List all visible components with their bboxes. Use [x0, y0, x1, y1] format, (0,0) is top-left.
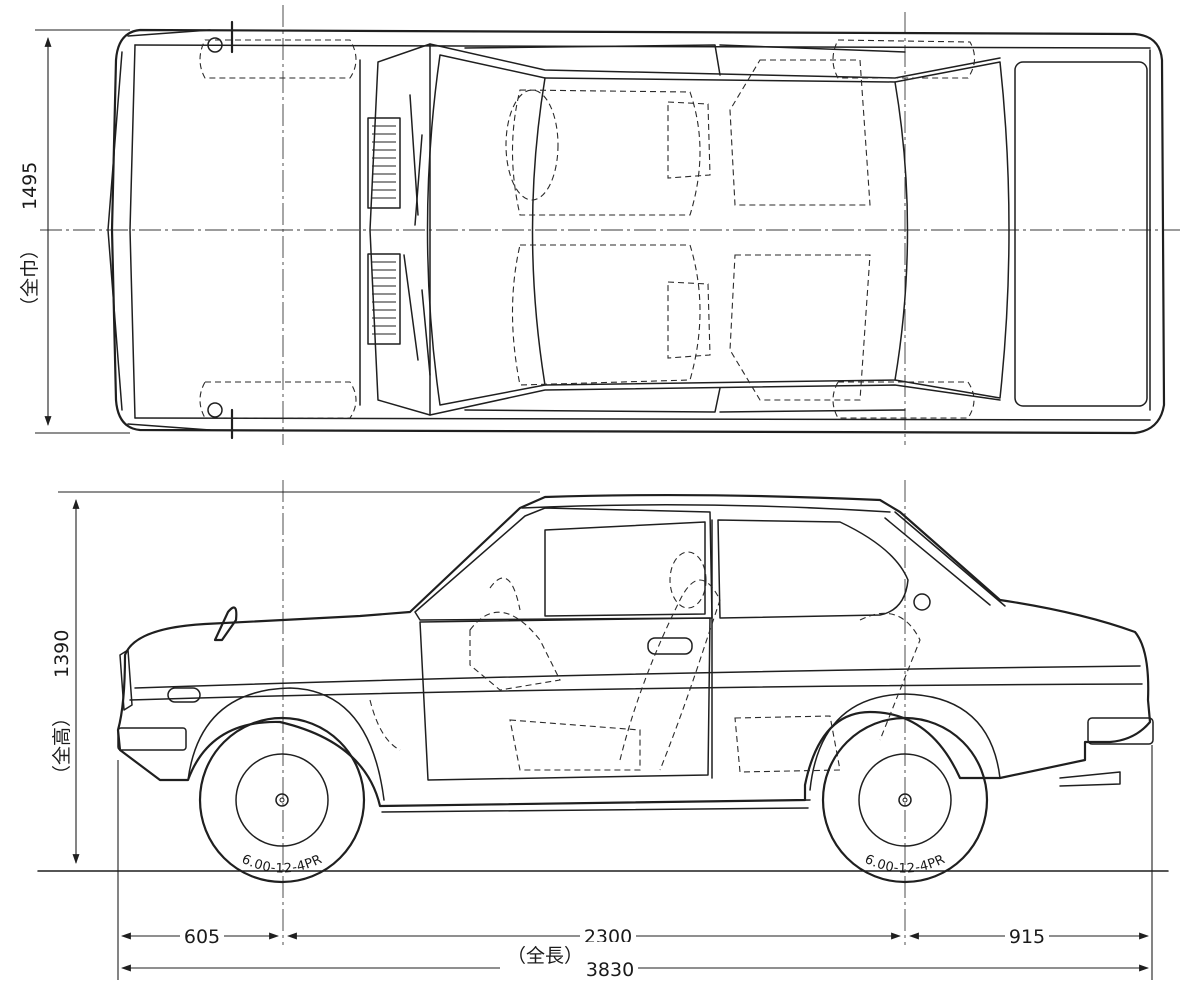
- length-value: 3830: [586, 959, 634, 981]
- height-dimension: 1390 （全高）: [51, 491, 540, 864]
- mirror-top-left: [207, 20, 234, 54]
- width-label: （全巾）: [19, 240, 41, 316]
- mirror-top-right: [207, 402, 234, 440]
- height-label: （全高）: [51, 708, 73, 784]
- rear-overhang-value: 915: [1009, 926, 1045, 948]
- cowl-vent-lower: [367, 253, 401, 345]
- length-label: （全長）: [507, 945, 583, 967]
- side-view: 6.00-12-4PR 6.00-12-4PR: [37, 480, 1169, 945]
- cowl-vent-upper: [367, 117, 401, 209]
- front-wheel: 6.00-12-4PR: [198, 716, 366, 884]
- width-value: 1495: [19, 162, 41, 210]
- top-view: [40, 5, 1180, 445]
- width-dimension: 1495 （全巾）: [19, 29, 130, 434]
- height-value: 1390: [51, 630, 73, 678]
- front-tyre-label: 6.00-12-4PR: [239, 852, 325, 877]
- length-dimensions: 605 2300 915 （全長） 3830: [117, 745, 1153, 982]
- front-overhang-value: 605: [184, 926, 220, 948]
